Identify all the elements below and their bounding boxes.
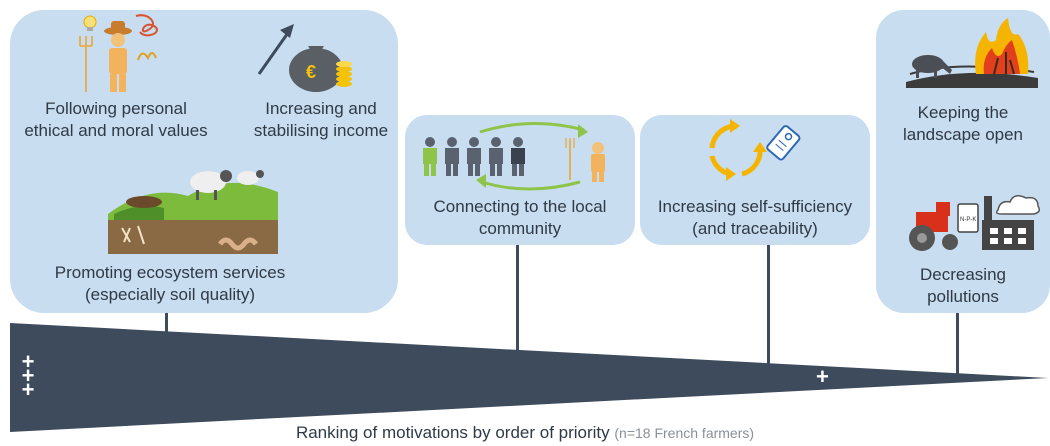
money-bag-arrow-icon: €: [257, 24, 352, 92]
stem-self-sufficiency: [767, 245, 770, 365]
label-line: Increasing and: [265, 99, 377, 118]
community-icon: [423, 121, 605, 191]
label-line: Increasing self-sufficiency: [657, 197, 853, 216]
fertilizer-bag-label: N-P-K: [960, 217, 976, 223]
label-line: landscape open: [902, 125, 1024, 144]
label-line: (and traceability): [692, 219, 818, 238]
stem-pollution: [956, 313, 959, 375]
box-self-sufficiency: [640, 115, 870, 245]
stem-ecosystem: [165, 313, 168, 335]
label-line: Decreasing: [920, 265, 1006, 284]
stem-community: [516, 245, 519, 352]
label-line: (especially soil quality): [84, 285, 256, 304]
label-line: Connecting to the local: [433, 197, 607, 216]
priority-low-mark: +: [816, 364, 829, 389]
euro-symbol: €: [306, 62, 316, 82]
plus-3: +: [21, 377, 35, 402]
cycle-tag-icon: [709, 119, 801, 181]
label-line: community: [478, 219, 562, 238]
label-line: Keeping the: [917, 103, 1009, 122]
label-line: ethical and moral values: [24, 121, 208, 140]
figure-caption: Ranking of motivations by order of prior…: [0, 423, 1050, 443]
caption-main: Ranking of motivations by order of prior…: [295, 423, 615, 442]
label-landscape: Keeping the landscape open: [876, 102, 1050, 146]
grazing-fire-icon: [906, 18, 1038, 88]
label-self-sufficiency: Increasing self-sufficiency (and traceab…: [640, 196, 870, 240]
ecosystem-soil-icon: [108, 170, 278, 254]
priority-high-mark: + + +: [18, 349, 38, 402]
label-line: Following personal: [45, 99, 187, 118]
label-community: Connecting to the local community: [405, 196, 635, 240]
caption-note: (n=18 French farmers): [614, 425, 755, 441]
farmer-ideas-icon: [79, 14, 158, 92]
label-line: Promoting ecosystem services: [54, 263, 286, 282]
plus-2: +: [21, 363, 35, 388]
label-pollutions: Decreasing pollutions: [876, 264, 1050, 308]
label-personal-values: Following personal ethical and moral val…: [10, 98, 222, 142]
plus-1: +: [21, 349, 35, 374]
label-line: stabilising income: [253, 121, 389, 140]
label-line: pollutions: [927, 287, 999, 306]
pollution-icon: N-P-K: [909, 195, 1041, 251]
label-ecosystem: Promoting ecosystem services (especially…: [40, 262, 300, 306]
label-income: Increasing and stabilising income: [236, 98, 406, 142]
